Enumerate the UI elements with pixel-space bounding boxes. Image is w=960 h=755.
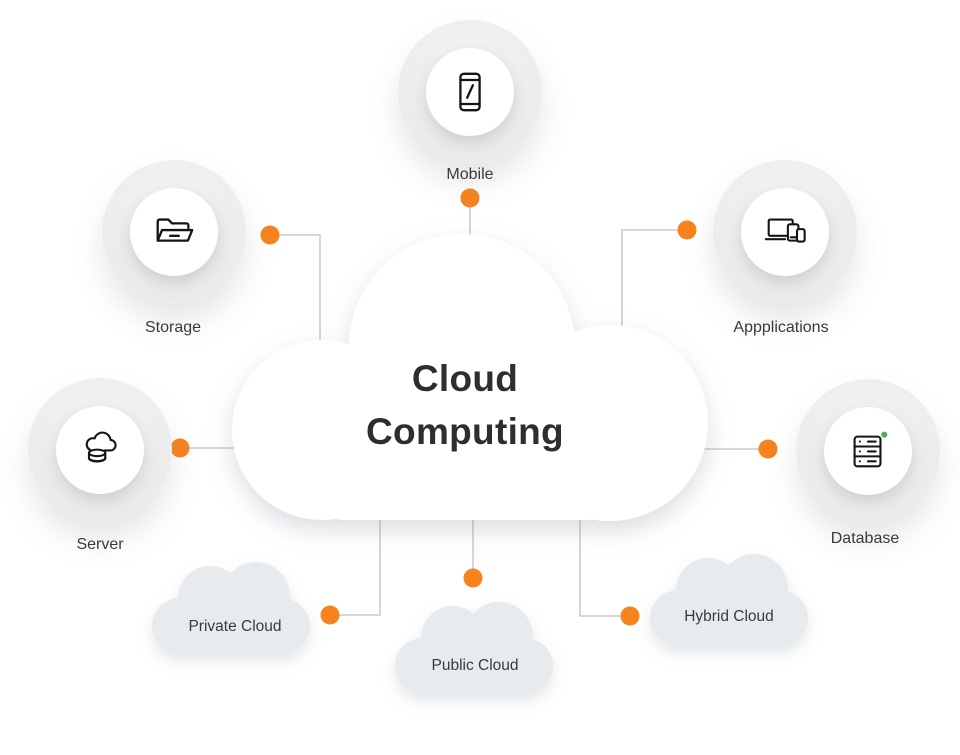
node-database-inner-circle: [824, 407, 912, 495]
status-dot: [881, 431, 888, 438]
hybrid-cloud-label: Hybrid Cloud: [684, 608, 774, 625]
connector-dot-private-cloud: [320, 605, 340, 625]
connector-line-private-cloud: [330, 510, 381, 616]
connector-dot-server: [170, 438, 190, 458]
connector-lines: [180, 198, 768, 617]
server-label: Server: [76, 536, 124, 553]
title-line-1: Cloud: [411, 358, 519, 399]
mobile-label: Mobile: [446, 166, 494, 183]
node-database: [796, 379, 940, 523]
cloud-server-icon: [85, 431, 117, 463]
applications-label: Appplications: [733, 319, 829, 336]
private-cloud-label: Private Cloud: [188, 618, 282, 635]
central-cloud-shape: [232, 234, 708, 521]
public-cloud-shape: [395, 602, 553, 694]
connector-dot-storage: [260, 225, 280, 245]
node-server-inner-circle: [56, 406, 144, 494]
hybrid-cloud-shape: [650, 554, 808, 646]
title-line-2: Computing: [366, 411, 564, 452]
diagram-title: Cloud Computing: [270, 352, 660, 458]
connector-line-storage: [270, 234, 321, 365]
database-label: Database: [830, 530, 900, 547]
connector-dot-hybrid-cloud: [620, 606, 640, 626]
private-cloud-shape: [152, 562, 310, 654]
connector-dot-database: [758, 439, 778, 459]
node-storage-inner-circle: [130, 188, 218, 276]
folder-icon: [156, 218, 194, 242]
node-applications-inner-circle: [741, 188, 829, 276]
smartphone-icon: [459, 72, 481, 112]
node-storage: [102, 160, 246, 304]
node-applications: [713, 160, 857, 304]
devices-icon: [764, 218, 806, 243]
server-rack-icon: [853, 431, 888, 468]
node-server: [28, 378, 172, 522]
connector-dots: [170, 188, 778, 626]
connector-line-hybrid-cloud: [579, 510, 630, 617]
node-mobile-inner-circle: [426, 48, 514, 136]
connector-line-applications: [621, 229, 687, 345]
storage-label: Storage: [144, 319, 202, 336]
connector-dot-public-cloud: [463, 568, 483, 588]
node-mobile: [398, 20, 542, 164]
public-cloud-label: Public Cloud: [431, 657, 519, 674]
connector-dot-mobile: [460, 188, 480, 208]
connector-dot-applications: [677, 220, 697, 240]
